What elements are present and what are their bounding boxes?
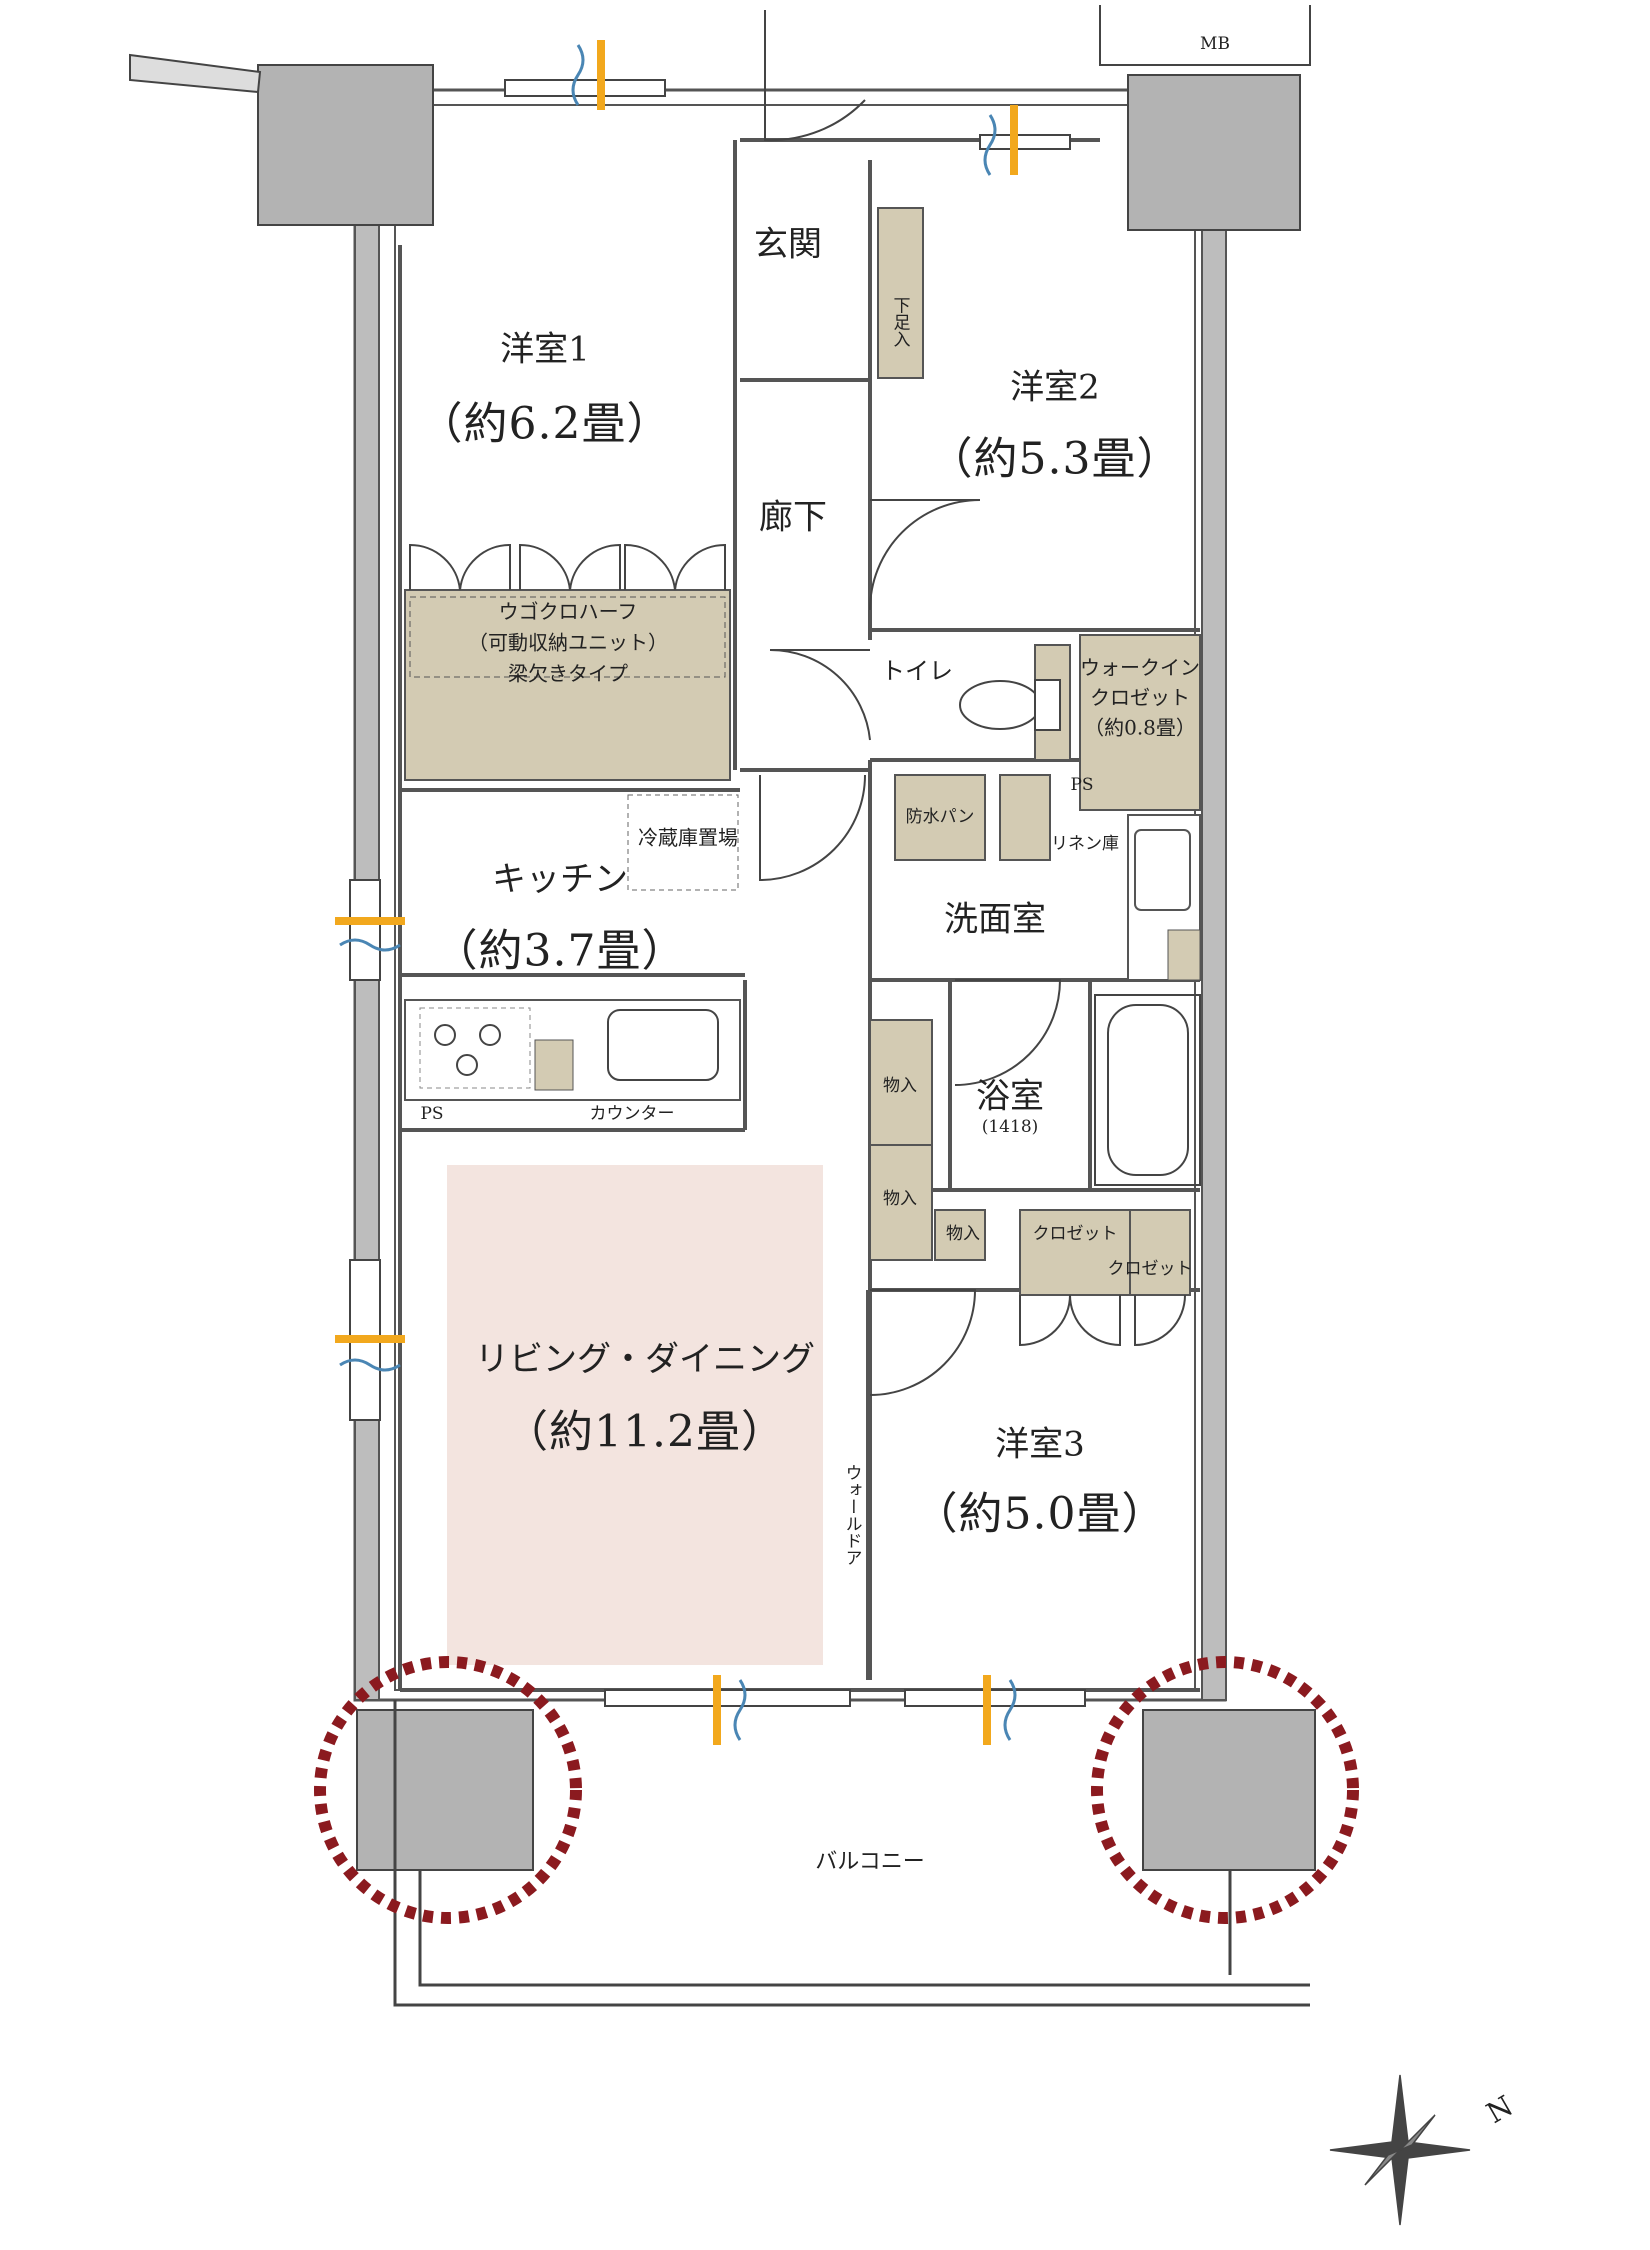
bathroom-label: 浴室 <box>976 1076 1044 1117</box>
western1-area: （約6.2畳） <box>418 398 672 450</box>
western3-name: 洋室3 <box>995 1424 1085 1465</box>
mb-enclosure <box>1099 5 1311 66</box>
ps-washroom-label: PS <box>1070 775 1094 796</box>
living-area: （約11.2畳） <box>504 1406 786 1458</box>
ugokuro-line1: ウゴクロハーフ <box>498 599 638 624</box>
linen-storage <box>999 774 1051 861</box>
balcony-label: バルコニー <box>815 1849 925 1875</box>
walkin-closet-box <box>1079 634 1201 811</box>
kitchen-counter <box>404 999 741 1101</box>
column-highlights <box>314 1656 1359 1924</box>
closet-3b <box>1129 1209 1191 1296</box>
closet-doors <box>409 543 726 591</box>
ugokuro-storage <box>404 589 731 781</box>
toilet-fixture <box>959 679 1061 731</box>
kitchen-name: キッチン <box>492 859 628 900</box>
storage-2 <box>869 1144 933 1261</box>
walkin-line3: （約0.8畳） <box>1084 715 1196 740</box>
storage-1 <box>869 1019 933 1146</box>
walkin-line2: クロゼット <box>1090 685 1190 710</box>
living-highlight <box>447 1165 823 1665</box>
closet-3a-label: クロゼット <box>1032 1224 1118 1245</box>
ugokuro-line3: 梁欠きタイプ <box>508 661 628 686</box>
storage-1-label: 物入 <box>883 1076 917 1097</box>
storage-3 <box>934 1209 986 1261</box>
walkin-line1: ウォークイン <box>1080 655 1200 680</box>
waterproof-pan-box <box>894 774 986 861</box>
fridge-label: 冷蔵庫置場 <box>638 825 738 850</box>
living-name: リビング・ダイニング <box>475 1339 815 1380</box>
ventilation-markers <box>335 40 1018 1745</box>
balcony-rails <box>393 1700 1310 2007</box>
door-swings <box>759 10 1186 1396</box>
closet-3b-label: クロゼット <box>1107 1259 1193 1280</box>
western2-name: 洋室2 <box>1010 367 1100 408</box>
exhaust-pipe <box>129 53 262 94</box>
ps-kitchen-label: PS <box>420 1104 444 1125</box>
compass-icon <box>1329 2074 1471 2226</box>
bathtub <box>1094 994 1201 1186</box>
western3-area: （約5.0畳） <box>913 1488 1167 1540</box>
hallway-label: 廊下 <box>759 497 827 538</box>
entrance-label: 玄関 <box>754 224 822 265</box>
closet-3a <box>1019 1209 1131 1296</box>
structural-columns <box>257 64 1316 1871</box>
toilet-label: トイレ <box>881 657 953 686</box>
waterproof-pan-label: 防水パン <box>905 807 975 828</box>
kitchen-area: （約3.7畳） <box>433 925 687 977</box>
washroom-label: 洗面室 <box>944 899 1046 940</box>
wall-door-label: ウォールドア <box>841 1464 862 1566</box>
linen-label: リネン庫 <box>1051 834 1119 855</box>
storage-2-label: 物入 <box>883 1189 917 1210</box>
shoe-storage-label: 下足入 <box>889 296 910 348</box>
bathroom-size: (1418) <box>981 1117 1039 1138</box>
counter-label: カウンター <box>589 1104 675 1125</box>
western2-area: （約5.3畳） <box>928 433 1182 485</box>
western1-name: 洋室1 <box>500 329 590 370</box>
fridge-area <box>627 794 739 891</box>
storage-3-label: 物入 <box>946 1224 980 1245</box>
shoe-storage <box>877 207 924 379</box>
ugokuro-line2: （可動収納ユニット） <box>468 630 668 655</box>
mb-label: MB <box>1200 34 1230 55</box>
